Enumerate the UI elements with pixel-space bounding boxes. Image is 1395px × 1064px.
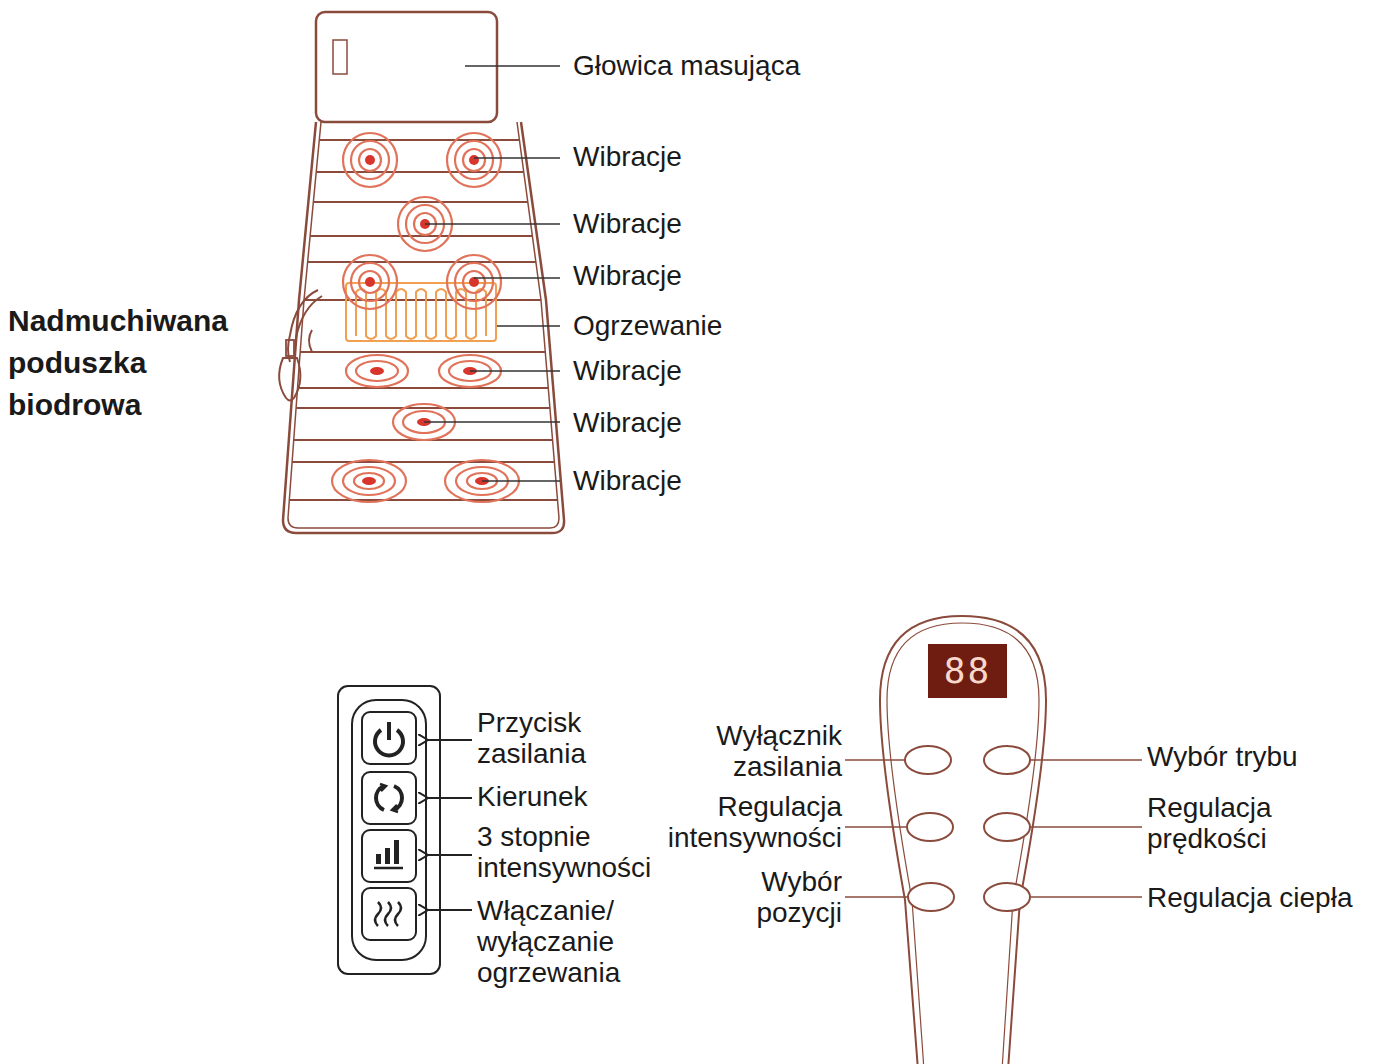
part-label: Wibracje bbox=[573, 465, 682, 496]
motor-centers bbox=[362, 155, 489, 485]
remote-control bbox=[880, 616, 1046, 1064]
part-label: Kierunek bbox=[477, 781, 588, 812]
part-label: Regulacja prędkości bbox=[1147, 792, 1307, 854]
display bbox=[928, 644, 1007, 698]
display-digits: 88 bbox=[928, 648, 1007, 694]
part-label: Głowica masująca bbox=[573, 50, 800, 81]
leader-lines bbox=[424, 66, 560, 481]
part-label: Wibracje bbox=[573, 208, 682, 239]
vibration-motors bbox=[332, 133, 519, 502]
part-label: Włączanie/ wyłączanie ogrzewania bbox=[477, 895, 659, 988]
part-label: Regulacja ciepła bbox=[1147, 882, 1352, 913]
part-label: Wybór trybu bbox=[1147, 741, 1298, 772]
part-label: Wibracje bbox=[573, 355, 682, 386]
part-label: Wyłącznik zasilania bbox=[677, 720, 842, 782]
part-label: Wibracje bbox=[573, 141, 682, 172]
control-panel bbox=[338, 686, 440, 974]
part-label: Ogrzewanie bbox=[573, 310, 722, 341]
panel-arrows bbox=[428, 740, 472, 910]
part-label: Wibracje bbox=[573, 260, 682, 291]
heating-element bbox=[346, 283, 496, 341]
part-label: Nadmuchiwana poduszka biodrowa bbox=[8, 300, 273, 426]
remote-leaders bbox=[845, 760, 1142, 897]
remote-buttons bbox=[905, 746, 1030, 911]
part-label: Wibracje bbox=[573, 407, 682, 438]
massage-mat bbox=[279, 12, 570, 533]
part-label: Wybór pozycji bbox=[727, 866, 842, 928]
part-label: Przycisk zasilania bbox=[477, 707, 627, 769]
part-label: 3 stopnie intensywności bbox=[477, 821, 692, 883]
part-label: Regulacja intensywności bbox=[627, 791, 842, 853]
